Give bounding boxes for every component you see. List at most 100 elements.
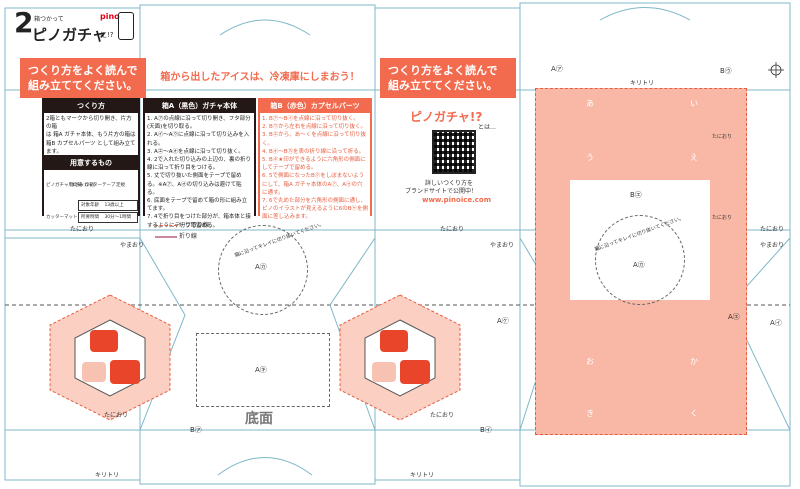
- bottom-rect: [196, 333, 330, 407]
- boxA-panel: 箱A（黒色）ガチャ本体 1. A㋐の点線に沿って切り開き、フタ部分(天面)を切り…: [143, 98, 256, 229]
- howto-line-3: 箱B カプセルパーツ として組み立てます。: [46, 140, 136, 155]
- hira-a: あ: [586, 99, 594, 108]
- boxA-step-2: 2. A㋑～A㋒に点線に沿って切り込みを入れる。: [147, 132, 250, 147]
- label-taniori-mid: たにおり: [440, 226, 465, 233]
- boxB-step-5: 5. B㋖★印ができるように六角形の側面にしてテープで留める。: [262, 157, 366, 172]
- label-taniori-top2: たにおり: [712, 215, 733, 221]
- boxB-step-6: 6. 5で側面になったB㋗をしぼまないようにして、箱A ガチャ本体のA㋐、A㋔の…: [262, 173, 365, 196]
- label-yamaori-mid: やまおり: [490, 242, 515, 249]
- boxA-step-4: 4. 2で入れた切り込みの上辺の、裏の折り線に沿って折り目をつける。: [147, 157, 251, 172]
- instruction-band-right: つくり方をよく読んで 組み立ててください。: [380, 58, 516, 98]
- header-sub: 箱つかって: [34, 16, 64, 23]
- boxB-step-3: 3. B㋓から、あ～くを点線に沿って切り抜く。: [262, 132, 366, 147]
- boxB-title: 箱B（赤色）カプセルパーツ: [270, 102, 360, 110]
- band-right-line2: 組み立ててください。: [388, 79, 498, 92]
- howto-line-4: 片方の箱は 裏返して使う のつくり: [46, 157, 132, 164]
- legend: 切り取り線 折り線: [155, 220, 209, 240]
- hira-ku: く: [690, 409, 698, 418]
- label-B-u: B㋒: [720, 67, 732, 75]
- boxB-step-1: 1. B㋐～B㋑を点線に沿って切り抜く。: [262, 116, 359, 122]
- hex-left-svg: [49, 294, 171, 421]
- band-left-line2: 組み立ててください。: [28, 79, 138, 92]
- age-label: 対象年齢: [81, 203, 99, 208]
- boxA-body: 1. A㋐の点線に沿って切り開き、フタ部分(天面)を切り取る。 2. A㋑～A㋒…: [145, 113, 254, 229]
- boxA-step-5: 5. 丈で切り抜いた側面をテープで留める。※A㋐、A㋔の切り込みは避けて貼る。: [147, 173, 242, 196]
- promo-url: www.pinoice.com: [422, 196, 492, 204]
- time-box: 所要時間 30分～1時間: [78, 212, 138, 223]
- prep-body: ピノガチャ用の箱（2箱） はさみ カッター テープ 定規 カッターマット 対象年…: [44, 170, 138, 226]
- prep-title: 用意するもの: [70, 159, 112, 167]
- label-A-ki-center: A㋖: [255, 366, 267, 374]
- hira-e: え: [690, 153, 698, 162]
- band-left-line1: つくり方をよく読んで: [28, 64, 138, 77]
- qr-code: [432, 130, 476, 174]
- label-kiri-top: キリトリ: [630, 80, 655, 87]
- top-notice: 箱から出したアイスは、冷凍庫にしまおう！: [160, 72, 360, 83]
- boxA-step-7: 7. 4で折り目をつけた部分が、箱本体と接するようにテープで留める。: [147, 214, 251, 229]
- label-taniori-rr: たにおり: [760, 226, 785, 233]
- legend-cut: 切り取り線: [155, 220, 209, 229]
- howto-line-1: 2箱ともマークから切り開き、片方の箱: [46, 116, 132, 131]
- legend-fold: 折り線: [155, 231, 209, 240]
- label-bottom: 底面: [245, 411, 273, 427]
- header-number: 2: [14, 6, 34, 39]
- label-B-a: B㋐: [190, 426, 202, 434]
- header-title: ピノガチャ: [32, 26, 107, 44]
- prep-item-tape: テープ: [102, 183, 116, 188]
- legend-fold-label: 折り線: [178, 233, 197, 240]
- boxB-step-4: 4. B㋔～B㋕を表の折り線に沿って折る。: [262, 148, 365, 155]
- boxA-title: 箱A（黒色）ガチャ本体: [161, 102, 238, 110]
- label-tan-left: たにおり: [104, 412, 129, 419]
- band-right-line1: つくり方をよく読んで: [388, 64, 498, 77]
- promo-text1: 詳しいつくり方を: [425, 180, 474, 187]
- label-taniori-left: たにおり: [70, 226, 95, 233]
- label-A-e: A㋓: [728, 313, 740, 321]
- label-taniori-top1: たにおり: [712, 134, 733, 140]
- boxB-step-7: 7. 6で丸めた部分を六角形の側面に通し、ピノのイラストが見えるように6のB㋘を…: [262, 198, 368, 221]
- brand-logo: pino: [100, 12, 120, 21]
- label-A-ku: A㋘: [497, 317, 509, 325]
- boxA-step-1: 1. A㋐の点線に沿って切り開き、フタ部分(天面)を切り取る。: [147, 116, 251, 131]
- label-A-i: A㋑: [770, 319, 782, 327]
- howto-body: 2箱ともマークから切り開き、片方の箱 は 箱A ガチャ本体、もう片方の箱は 箱B…: [44, 113, 138, 163]
- boxB-panel: 箱B（赤色）カプセルパーツ 1. B㋐～B㋑を点線に沿って切り抜く。 2. B㋒…: [258, 98, 372, 220]
- header-q: に!?: [100, 31, 114, 39]
- howto-line-2: は 箱A ガチャ本体、もう片方の箱は: [46, 132, 136, 139]
- capsule-hex-left: [40, 290, 180, 425]
- hex-right-svg: [339, 294, 461, 421]
- hira-ki: き: [586, 409, 594, 418]
- label-kiri-right: キリトリ: [410, 472, 435, 479]
- label-tan-right: たにおり: [430, 412, 455, 419]
- age-box: 対象年齢 13歳以上: [78, 200, 138, 211]
- label-A-top: A㋐: [551, 65, 563, 73]
- instruction-band-left: つくり方をよく読んで 組み立ててください。: [20, 58, 146, 98]
- label-A-ka-left: A㋕: [255, 263, 267, 271]
- circle-cutout-right: [595, 215, 685, 305]
- logo-header: 2 箱つかって ピノガチャ に!? pino: [14, 6, 134, 50]
- hira-u: う: [586, 153, 594, 162]
- boxB-step-2: 2. B㋒から左右を点線に沿って切り抜く。: [262, 124, 366, 131]
- label-B-e: B㋓: [630, 191, 642, 199]
- label-yamaori-left: やまおり: [120, 242, 145, 249]
- capsule-hex-right: [330, 290, 470, 425]
- promo-to: とは…: [478, 124, 497, 131]
- legend-cut-label: 切り取り線: [178, 222, 209, 229]
- label-A-ka-right: A㋕: [633, 261, 645, 269]
- hira-ka: か: [690, 357, 698, 366]
- prep-item-mat: カッターマット: [46, 215, 78, 220]
- prep-item-ruler: 定規: [116, 183, 125, 188]
- age-value: 13歳以上: [104, 203, 124, 208]
- howto-panel: つくり方 2箱ともマークから切り開き、片方の箱 は 箱A ガチャ本体、もう片方の…: [42, 98, 140, 226]
- prep-item-box: ピノガチャ用の箱（2箱）: [46, 183, 99, 188]
- boxA-step-3: 3. A㋓～A㋔を点線に沿って切り抜く。: [147, 148, 244, 155]
- time-value: 30分～1時間: [104, 215, 132, 220]
- prep-item-cutter: カッター: [84, 183, 102, 188]
- label-yamaori-rr: やまおり: [760, 242, 785, 249]
- boxB-body: 1. B㋐～B㋑を点線に沿って切り抜く。 2. B㋒から左右を点線に沿って切り抜…: [260, 113, 370, 220]
- hira-o: お: [586, 357, 594, 366]
- promo-text2: ブランドサイトで公開中！: [405, 188, 478, 195]
- prep-item-scissors: はさみ: [70, 183, 84, 188]
- boxA-step-6: 6. 底面をテープで留めて箱の形に組み立てます。: [147, 198, 248, 213]
- time-label: 所要時間: [81, 215, 99, 220]
- howto-title: つくり方: [77, 102, 105, 110]
